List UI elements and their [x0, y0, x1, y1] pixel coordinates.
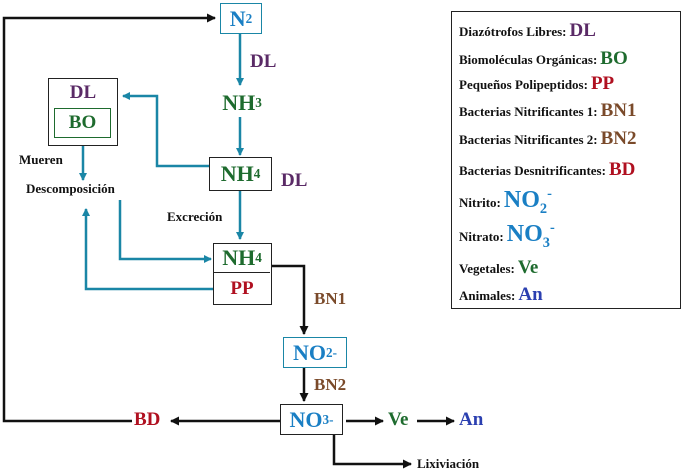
arrow-pp-to-descomposicion	[82, 208, 213, 291]
legend-row-nitrato: Nitrato:NO3-	[459, 220, 555, 252]
arrow-bd-to-n2	[2, 13, 216, 423]
legend-text: Biomoléculas Orgánicas:	[459, 52, 598, 67]
no2-base: NO	[293, 339, 326, 365]
nh4-top-sub: 4	[253, 166, 261, 181]
arrow-nh4-to-dl	[122, 92, 209, 168]
legend-text: Diazótrofos Libres:	[459, 24, 567, 39]
legend-text: Pequeños Polipeptidos:	[459, 77, 588, 92]
label-bn1: BN1	[314, 289, 347, 308]
no3-base: NO	[289, 406, 323, 432]
legend-row-ve: Vegetales:Ve	[459, 257, 538, 279]
label-mueren: Mueren	[19, 152, 63, 167]
arrow-lixiviacion	[332, 435, 412, 469]
legend-no3-sub: 3	[542, 234, 550, 251]
nh3-sub: 3	[255, 95, 262, 110]
node-bd: BD	[134, 409, 161, 430]
node-dl-bo: DL BO	[48, 78, 118, 146]
legend-row-pp: Pequeños Polipeptidos:PP	[459, 73, 614, 95]
legend-row-bo: Biomoléculas Orgánicas:BO	[459, 48, 628, 70]
n2-base: N	[229, 5, 246, 31]
n2-sub: 2	[245, 10, 253, 26]
no2-sub: 2	[326, 344, 333, 360]
legend: Diazótrofos Libres:DL Biomoléculas Orgán…	[451, 11, 681, 309]
legend-text: Bacterias Desnitrificantes:	[459, 163, 606, 178]
label-dl-n2: DL	[250, 51, 277, 72]
nh4-top-base: NH	[220, 161, 254, 186]
bo-box: BO	[54, 108, 111, 138]
label-descomposicion: Descomposición	[26, 181, 115, 196]
nh4-mid-base: NH	[222, 245, 256, 270]
legend-row-bn1: Bacterias Nitrificantes 1:BN1	[459, 100, 637, 122]
label-lixiviacion: Lixiviación	[417, 456, 480, 471]
label-bn2: BN2	[314, 375, 347, 394]
dl-text: DL	[69, 82, 97, 103]
node-ve: Ve	[388, 409, 409, 430]
arrow-bn1	[272, 264, 309, 335]
legend-no2-sub: 2	[539, 200, 548, 217]
nh3-base: NH	[222, 90, 256, 115]
legend-text: Vegetales:	[459, 261, 515, 276]
legend-abbr: An	[518, 284, 543, 305]
legend-abbr: BN2	[600, 128, 637, 149]
legend-text: Bacterias Nitrificantes 1:	[459, 104, 598, 119]
legend-no3-base: NO	[506, 221, 543, 247]
arrow-descomposicion-to-nh4	[118, 200, 212, 263]
legend-no3-sup: -	[549, 220, 555, 236]
node-pp: PP	[230, 277, 254, 299]
legend-row-bn2: Bacterias Nitrificantes 2:BN2	[459, 128, 637, 150]
legend-row-bd: Bacterias Desnitrificantes:BD	[459, 159, 635, 181]
legend-abbr: BD	[608, 159, 636, 180]
nh4-mid-sub: 4	[255, 250, 262, 265]
node-an: An	[459, 409, 484, 430]
legend-no2-sup: -	[547, 186, 552, 202]
legend-text: Bacterias Nitrificantes 2:	[459, 132, 598, 147]
legend-abbr: NO2-	[503, 186, 552, 217]
legend-row-nitrito: Nitrito:NO2-	[459, 186, 552, 218]
legend-text: Nitrito:	[459, 195, 501, 210]
legend-abbr: BN1	[600, 100, 637, 121]
legend-row-dl: Diazótrofos Libres:DL	[459, 20, 596, 42]
legend-no2-base: NO	[503, 187, 540, 213]
no3-sub: 3	[322, 411, 330, 427]
legend-abbr: NO3-	[506, 220, 555, 251]
legend-row-an: Animales:An	[459, 284, 543, 306]
no2-sup: -	[332, 344, 337, 360]
label-excrecion: Excreción	[167, 209, 223, 224]
no3-sup: -	[329, 411, 334, 427]
legend-abbr: PP	[590, 73, 615, 94]
legend-text: Animales:	[459, 288, 516, 303]
legend-abbr: DL	[569, 20, 596, 41]
legend-abbr: Ve	[517, 257, 539, 278]
legend-abbr: BO	[600, 48, 628, 69]
label-dl-nh4: DL	[281, 170, 308, 191]
legend-text: Nitrato:	[459, 229, 504, 244]
